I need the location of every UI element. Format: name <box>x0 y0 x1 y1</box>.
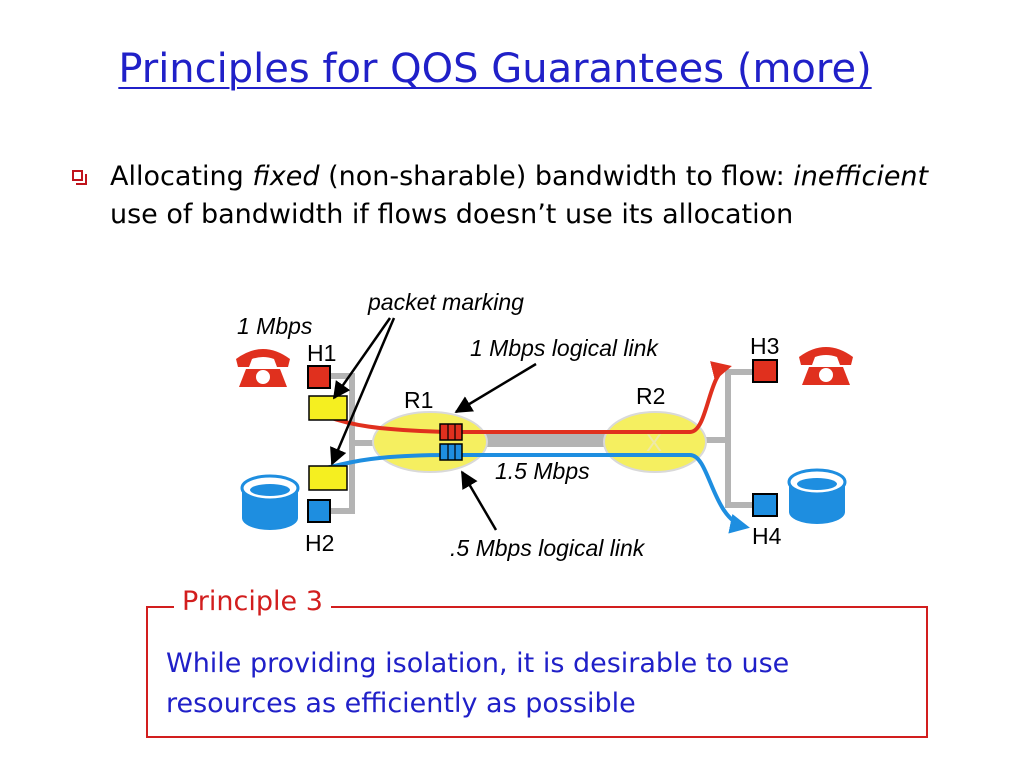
host-h2 <box>307 499 331 523</box>
principle-text: While providing isolation, it is desirab… <box>166 648 790 719</box>
label-r2: R2 <box>636 383 665 409</box>
bullet-text: Allocating fixed (non-sharable) bandwidt… <box>110 158 940 234</box>
telephone-icon <box>795 343 857 389</box>
label-1mbps-logical-link: 1 Mbps logical link <box>470 335 659 361</box>
access-links <box>326 369 752 514</box>
host-h1 <box>307 365 331 389</box>
router-x-mark: X <box>646 430 662 457</box>
label-h4: H4 <box>752 523 782 549</box>
bullet-text-part: (non-sharable) bandwidth to flow: <box>319 161 794 192</box>
principle-box: Principle 3 While providing isolation, i… <box>146 586 928 738</box>
database-icon <box>787 468 847 524</box>
host-h4 <box>752 493 778 517</box>
label-h2: H2 <box>305 530 334 556</box>
router-r1 <box>372 411 488 473</box>
label-h3: H3 <box>750 333 779 359</box>
label-h1: H1 <box>307 340 336 366</box>
bullet-emphasis-inefficient: inefficient <box>793 161 929 192</box>
bullet-marker-icon <box>72 170 87 185</box>
slide-title: Principles for QOS Guarantees (more) <box>118 46 872 92</box>
bullet-text-part: Allocating <box>110 161 253 192</box>
label-r1: R1 <box>404 387 433 413</box>
label-1mbps: 1 Mbps <box>237 313 313 339</box>
host-h3 <box>752 359 778 383</box>
marker-h1 <box>308 395 348 421</box>
r1-queue-blue <box>439 443 463 461</box>
annotation-arrows <box>330 317 537 531</box>
label-05mbps-logical-link: .5 Mbps logical link <box>450 535 646 561</box>
principle-title: Principle 3 <box>174 586 331 617</box>
database-icon <box>240 474 300 530</box>
marker-h2 <box>308 465 348 491</box>
bullet-emphasis-fixed: fixed <box>252 161 320 192</box>
bullet-text-part: use of bandwidth if flows doesn’t use it… <box>110 199 794 230</box>
label-15mbps: 1.5 Mbps <box>495 458 590 484</box>
label-packet-marking: packet marking <box>367 289 524 315</box>
telephone-icon <box>232 345 294 391</box>
r1-queue-red <box>439 423 463 441</box>
